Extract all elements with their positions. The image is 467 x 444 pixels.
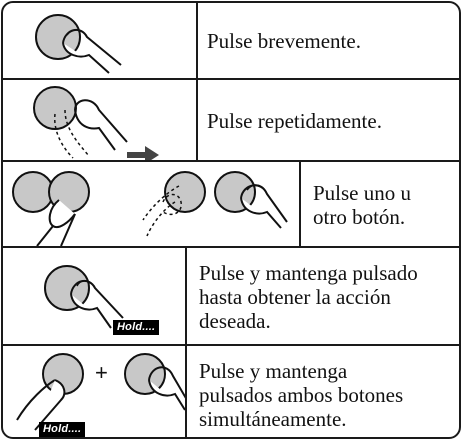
- two-finger-hold-icon: + Hold....: [3, 346, 185, 437]
- instruction-table: Pulse brevemente. Pulse repetidamente.: [1, 1, 461, 439]
- plus-sign: +: [95, 360, 108, 385]
- repeat-text: Pulse repetidamente.: [207, 109, 382, 133]
- hold-label: Hold....: [39, 422, 86, 437]
- table-row-hold: Hold.... Pulse y mantenga pulsado hasta …: [3, 246, 459, 346]
- table-row-press: Pulse brevemente.: [3, 3, 459, 78]
- hold-text: Pulse y mantenga pulsado hasta obtener l…: [199, 261, 418, 333]
- either-text: Pulse uno u otro botón.: [313, 181, 412, 229]
- finger-press-icon: [3, 3, 196, 78]
- finger-hold-icon: Hold....: [3, 248, 185, 346]
- both-hold-text: Pulse y mantenga pulsados ambos botones …: [199, 358, 404, 431]
- table-row-repeat: Pulse repetidamente.: [3, 78, 459, 162]
- table-row-both-hold: + Hold.... Pulse y mantenga pulsados amb…: [3, 344, 459, 437]
- finger-repeat-press-icon: [3, 80, 196, 162]
- press-text: Pulse brevemente.: [207, 28, 361, 53]
- finger-either-button-icon: [3, 162, 299, 248]
- table-row-either: Pulse uno u otro botón.: [3, 160, 459, 248]
- hold-label: Hold....: [113, 320, 160, 335]
